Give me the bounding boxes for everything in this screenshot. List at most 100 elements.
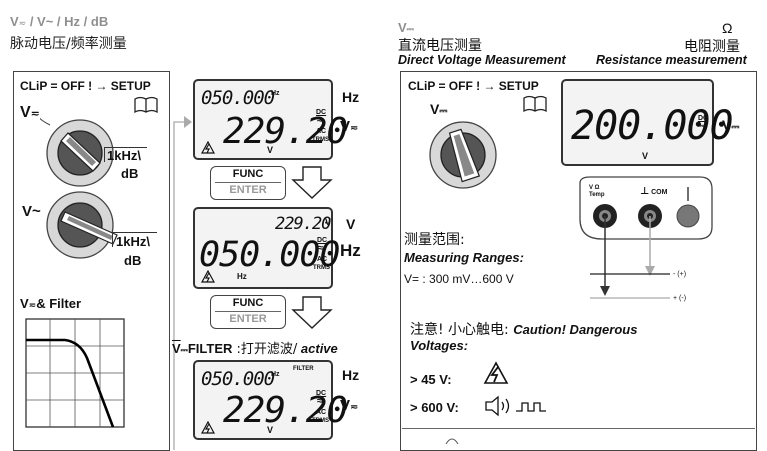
display2-small-unit: V <box>325 217 332 227</box>
right-display: 200.000 DC ⎓ V <box>561 79 734 166</box>
display2-trms: TRMS <box>313 265 330 271</box>
func1-label: FUNC <box>215 167 281 183</box>
right-manual-book-icon <box>523 95 547 113</box>
high-voltage-warning-icon <box>483 361 509 384</box>
ohm-symbol: Ω <box>722 20 733 36</box>
display2-side-bottom: Hz <box>340 241 361 260</box>
filter-heading-text: & Filter <box>36 296 82 311</box>
flow-arrow <box>173 116 192 450</box>
down-arrow-icon-1 <box>291 166 333 199</box>
test-leads-diagram <box>590 216 670 299</box>
func-enter-button-2[interactable]: FUNC ENTER <box>210 295 286 329</box>
right-rotary-switch-icon <box>429 121 497 189</box>
right-switch-label: V⎓ <box>430 101 448 117</box>
partial-icon-bottom <box>445 438 459 444</box>
right-header-cn-direct: 直流电压测量 <box>398 38 482 54</box>
display1-ac: AC <box>316 128 327 135</box>
right-header-en-resistance: Resistance measurement <box>596 53 747 67</box>
display1-big-value: 229.20 <box>223 111 348 152</box>
rotary-switch-2-icon <box>46 191 118 259</box>
right-display-side-text: V <box>722 117 732 133</box>
jack-label-com-text: COM <box>651 189 668 196</box>
header-db: dB <box>90 14 109 29</box>
right-display-unit-v: V <box>642 151 649 161</box>
func-enter-button-1[interactable]: FUNC ENTER <box>210 166 286 200</box>
display2-big-value: 050.000 <box>199 235 341 275</box>
right-header-cn-resistance: 电阻测量 <box>684 39 740 55</box>
filter-line-en: active <box>297 341 338 356</box>
right-switch-label-text: V <box>430 101 440 117</box>
display3-side-bottom-text: V <box>340 397 351 414</box>
display1-unit-v: V <box>267 145 274 155</box>
range-value: V= : 300 mV…600 V <box>404 272 514 286</box>
display3-filter-indicator: FILTER <box>293 366 314 372</box>
display1-dc: DC <box>316 109 327 116</box>
display3-trms: TRMS <box>312 418 329 424</box>
switch1-khz-text: 1kHz <box>107 148 138 163</box>
enter2-label: ENTER <box>229 313 267 325</box>
enter1-label: ENTER <box>229 184 267 196</box>
left-header-title: V≂ / V~ / Hz / dB <box>10 14 109 29</box>
left-header-subtitle: 脉动电压/频率测量 <box>10 36 127 52</box>
display3-small-value: 050.000 <box>201 368 275 390</box>
header-v-ac: / V~ / <box>26 14 65 29</box>
header-sep: / <box>80 14 91 29</box>
manual-book-icon <box>134 96 158 114</box>
caution-en2: Voltages: <box>410 338 469 353</box>
buzzer-signal-icon <box>485 395 546 417</box>
lead-minus-plus: - (+) <box>673 271 687 278</box>
filter-line-cn: :打开滤波/ <box>232 342 298 357</box>
header-hz: Hz <box>64 14 81 29</box>
right-header-v-text: V <box>398 20 407 35</box>
func2-label: FUNC <box>215 296 281 312</box>
display3-tilde: ≈ <box>317 396 323 407</box>
right-header-en-direct: Direct Voltage Measurement <box>398 53 566 67</box>
right-display-big-value: 200.000 <box>571 103 734 149</box>
display3-small-unit: Hz <box>271 371 280 378</box>
display-2: 229.20 V 050.000 DC ≈ AC TRMS Hz <box>193 207 341 289</box>
display2-small-value: 229.20 <box>275 214 331 234</box>
display1-side-top: Hz <box>342 89 360 105</box>
voltage-45: > 45 V: <box>410 372 452 387</box>
left-clip-setup: CLiP = OFF ! → SETUP <box>20 79 151 93</box>
header-v-pulse: V <box>10 14 19 29</box>
display1-side-bottom: V≂ <box>340 118 359 135</box>
input-jacks-panel <box>579 176 713 240</box>
switch1-label: V≂ <box>20 104 40 121</box>
voltage-600: > 600 V: <box>410 400 459 415</box>
display3-warning-icon <box>201 421 215 434</box>
filter-line-filter: FILTER <box>187 341 233 356</box>
caution-line: 注意! 小心触电: Caution! Dangerous <box>410 319 637 339</box>
filter-response-graph <box>25 318 125 428</box>
switch2-label: V~ <box>22 203 41 220</box>
display2-warning-icon <box>201 270 215 283</box>
switch2-db: dB <box>124 253 142 268</box>
jack-label-temp: Temp <box>589 192 605 198</box>
filter-line-prefix: V <box>172 341 181 356</box>
display3-unit-v: V <box>267 425 274 435</box>
lead-plus-minus: + (-) <box>673 295 687 302</box>
display2-tilde: ≈ <box>318 243 324 254</box>
jack-label-com: ⊥ COM <box>640 186 668 197</box>
display1-small-value: 050.000 <box>201 87 275 109</box>
display3-dc: DC <box>316 390 327 397</box>
switch1-label-text: V <box>20 104 31 121</box>
jack-label-vohm: V Ω <box>589 185 600 191</box>
display1-trms: TRMS <box>312 137 329 143</box>
display1-side-bottom-text: V <box>340 118 351 135</box>
display2-unit-hz: Hz <box>237 272 247 281</box>
right-panel-bottom-divider <box>402 428 755 429</box>
range-cn: 测量范围: <box>404 232 465 248</box>
switch2-khz: 1kHz\ <box>116 234 150 249</box>
right-display-dash: ⎓ <box>698 123 704 130</box>
right-display-dc: DC <box>698 115 709 122</box>
khz-bracket-2 <box>112 232 157 247</box>
display3-side-top: Hz <box>342 367 360 383</box>
rotary-switch-1-icon <box>40 117 114 187</box>
display2-ac: AC <box>317 256 328 263</box>
filter-heading: V≂& Filter <box>20 296 82 311</box>
caution-en: Caution! Dangerous <box>513 322 638 337</box>
display3-big-value: 229.20 <box>223 390 348 431</box>
switch1-khz: 1kHz\ <box>107 148 141 163</box>
display1-small-unit: Hz <box>271 90 280 97</box>
